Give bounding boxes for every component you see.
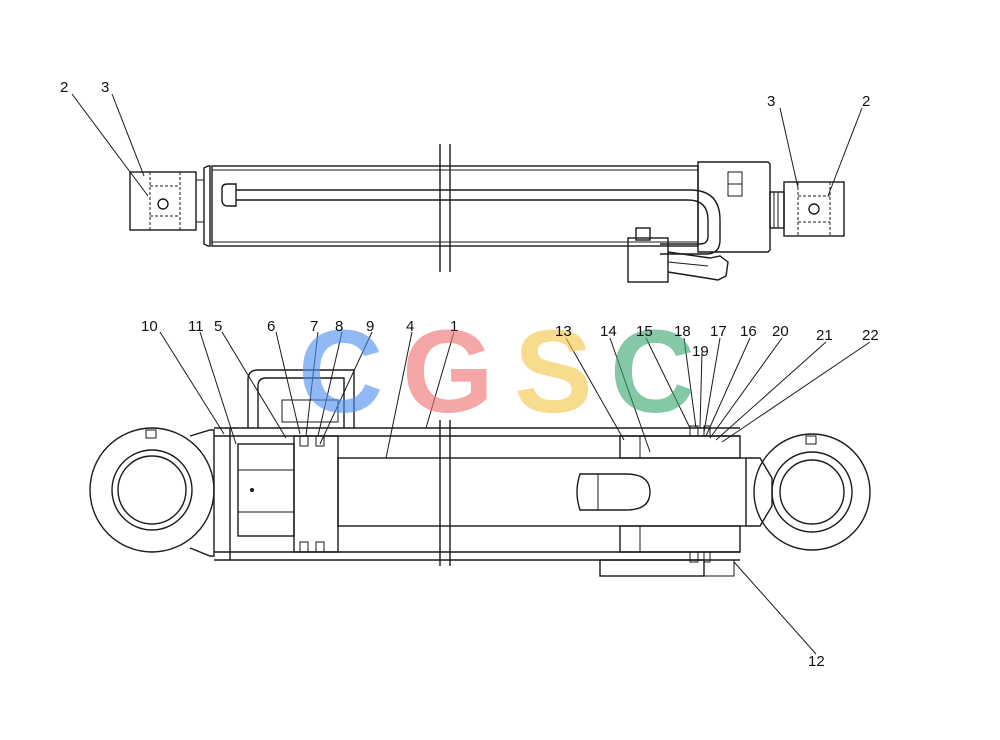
left-eye-bushing — [117, 455, 187, 525]
rod-collar — [769, 191, 785, 229]
callout-5: 5 — [214, 318, 222, 335]
cylinder-head-block — [697, 161, 771, 253]
watermark-letter-g: G — [402, 306, 494, 438]
callout-7: 7 — [310, 318, 318, 335]
right-eye-bushing — [779, 459, 845, 525]
callout-4: 4 — [406, 318, 414, 335]
callout-19: 19 — [692, 343, 709, 360]
section-view-callouts: 10 11 5 6 7 8 9 4 1 13 14 15 18 19 17 16… — [141, 318, 879, 670]
gland-bottom — [619, 525, 741, 553]
hydraulic-tube-outer — [236, 189, 721, 255]
callout-12: 12 — [808, 653, 825, 670]
piston-nut — [237, 443, 295, 537]
right-clevis-block — [783, 181, 845, 237]
section-view-cylinder — [89, 369, 871, 577]
callout-18: 18 — [674, 323, 691, 340]
watermark-letter-c2: C — [610, 306, 695, 438]
right-eye-bore — [771, 451, 853, 533]
callout-10: 10 — [141, 318, 158, 335]
rod-port-cap — [576, 473, 651, 511]
tube-elbow-fitting — [221, 183, 237, 207]
barrel-end-cap — [203, 165, 211, 247]
callout-1: 1 — [450, 318, 458, 335]
piston — [293, 435, 339, 553]
lower-hose-elbow — [667, 251, 729, 281]
callout-14: 14 — [600, 323, 617, 340]
callout-top-left-2: 2 — [60, 79, 68, 96]
callout-16: 16 — [740, 323, 757, 340]
callout-top-right-2: 2 — [862, 93, 870, 110]
callout-13: 13 — [555, 323, 572, 340]
watermark-letter-s: S — [514, 306, 593, 438]
port-block-left — [247, 369, 355, 428]
hydraulic-tube-inner — [236, 199, 709, 245]
callout-8: 8 — [335, 318, 343, 335]
cylinder-barrel — [211, 165, 699, 247]
watermark: C G S C — [298, 306, 695, 438]
lower-port-fitting — [627, 237, 669, 283]
top-view-leaders — [71, 93, 863, 197]
callout-top-left-3: 3 — [101, 79, 109, 96]
left-eye-bore — [111, 449, 193, 531]
right-grease-fitting — [808, 203, 820, 215]
top-view-cylinder — [129, 144, 845, 283]
top-view-callouts: 2 3 3 2 — [60, 79, 870, 110]
piston-rod — [337, 457, 747, 527]
callout-20: 20 — [772, 323, 789, 340]
callout-21: 21 — [816, 327, 833, 344]
right-eye-outer — [753, 433, 871, 551]
lower-bracket — [599, 559, 705, 577]
callout-9: 9 — [366, 318, 374, 335]
watermark-letter-c1: C — [298, 306, 383, 438]
callout-6: 6 — [267, 318, 275, 335]
left-clevis-block — [129, 171, 197, 231]
callout-22: 22 — [862, 327, 879, 344]
left-eye-outer — [89, 427, 215, 553]
callout-11: 11 — [188, 318, 204, 335]
section-view-leaders — [159, 331, 871, 655]
left-eye-neck — [189, 429, 215, 557]
callout-top-right-3: 3 — [767, 93, 775, 110]
callout-15: 15 — [636, 323, 653, 340]
port-passage-left — [257, 377, 345, 428]
left-grease-fitting — [157, 198, 169, 210]
gland-top — [619, 435, 741, 459]
callout-17: 17 — [710, 323, 727, 340]
